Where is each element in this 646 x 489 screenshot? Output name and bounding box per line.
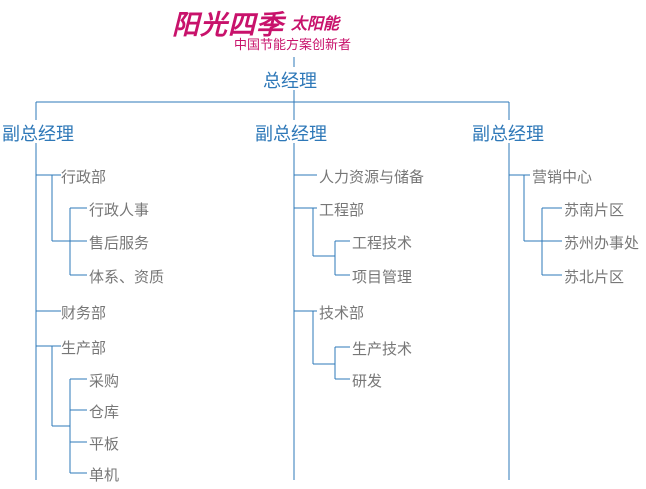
sub-node-danji: 单机 (89, 466, 120, 484)
deputy-gm-node-2: 副总经理 (255, 124, 327, 145)
dept-node-xingzheng: 行政部 (61, 168, 107, 186)
sub-node-sunan: 苏南片区 (564, 201, 625, 219)
dept-node-renli-ziyuan: 人力资源与储备 (319, 168, 425, 186)
sub-node-suzhou-banshichu: 苏州办事处 (564, 234, 640, 252)
dept-node-shengchan: 生产部 (61, 339, 107, 357)
sub-node-xingzheng-renshi: 行政人事 (89, 201, 150, 219)
general-manager-node: 总经理 (263, 71, 317, 92)
deputy-gm-node-1: 副总经理 (2, 124, 74, 145)
company-logo-subtext: 太阳能 (291, 14, 340, 33)
sub-node-shengchan-jishu: 生产技术 (352, 340, 413, 358)
dept-node-yingxiao: 营销中心 (532, 168, 593, 186)
company-logo: 阳光四季 (172, 10, 284, 41)
company-tagline: 中国节能方案创新者 (234, 38, 352, 53)
sub-node-pingban: 平板 (89, 435, 120, 453)
dept-node-jishu: 技术部 (319, 304, 365, 322)
sub-node-caigou: 采购 (89, 372, 120, 390)
sub-node-tixi-zizhi: 体系、资质 (89, 268, 165, 286)
sub-node-subei: 苏北片区 (564, 268, 625, 286)
dept-node-gongcheng: 工程部 (319, 201, 365, 219)
sub-node-cangku: 仓库 (89, 403, 120, 421)
sub-node-yanfa: 研发 (352, 372, 383, 390)
dept-node-caiwu: 财务部 (61, 304, 107, 322)
sub-node-shouhou-fuwu: 售后服务 (89, 234, 150, 252)
deputy-gm-node-3: 副总经理 (472, 124, 544, 145)
sub-node-xiangmu-guanli: 项目管理 (352, 268, 413, 286)
sub-node-gongcheng-jishu: 工程技术 (352, 234, 413, 252)
